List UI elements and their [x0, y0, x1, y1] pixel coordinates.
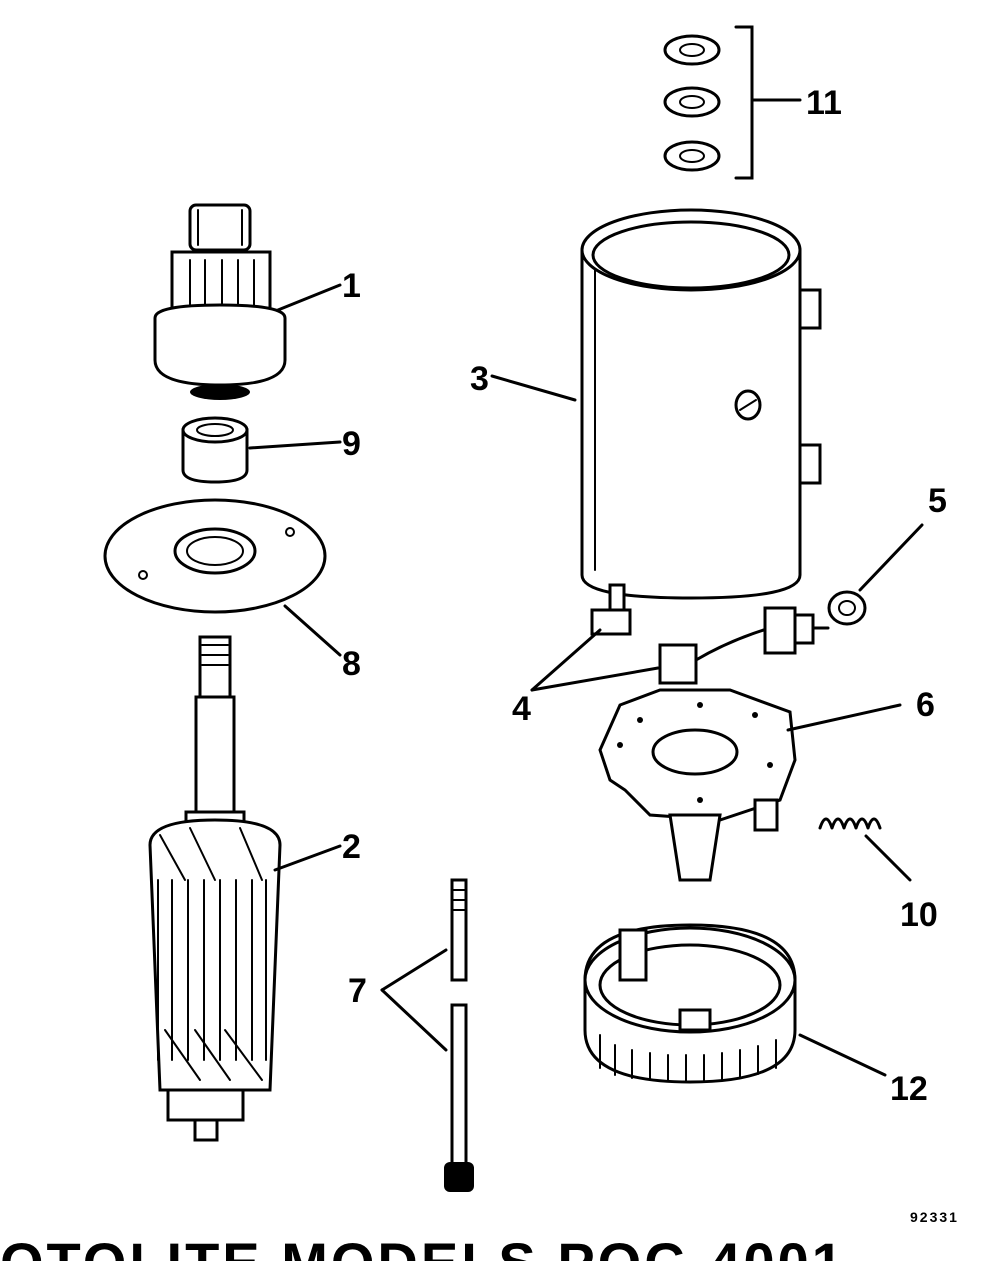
- part-6-brush-holder-plate: [598, 688, 902, 882]
- callout-9: 9: [342, 425, 361, 463]
- part-7-through-bolts: [380, 878, 474, 1192]
- part-1-drive-pinion: [153, 203, 342, 400]
- callout-10: 10: [900, 896, 938, 934]
- part-4-brushes: [530, 608, 772, 692]
- part-9-bushing: [181, 416, 342, 484]
- callout-3: 3: [470, 360, 489, 398]
- part-12-end-head: [583, 923, 887, 1084]
- part-2-armature: [148, 635, 342, 1142]
- figure-number: 92331: [910, 1209, 959, 1225]
- callout-11: 11: [806, 84, 842, 122]
- callout-5: 5: [928, 482, 947, 520]
- part-5-terminal-nut: [763, 523, 924, 655]
- callout-7: 7: [348, 972, 367, 1010]
- callout-6: 6: [916, 686, 935, 724]
- callout-12: 12: [890, 1070, 928, 1108]
- part-3-field-frame: [490, 208, 822, 617]
- cutoff-banner-text: OTOLITE MODELS POC-4001: [0, 1231, 846, 1261]
- callout-1: 1: [342, 267, 361, 305]
- callout-8: 8: [342, 645, 361, 683]
- callout-4: 4: [512, 690, 531, 728]
- callout-2: 2: [342, 828, 361, 866]
- part-10-spring: [818, 817, 912, 882]
- part-8-end-plate: [103, 498, 342, 657]
- part-11-washers: [663, 25, 802, 180]
